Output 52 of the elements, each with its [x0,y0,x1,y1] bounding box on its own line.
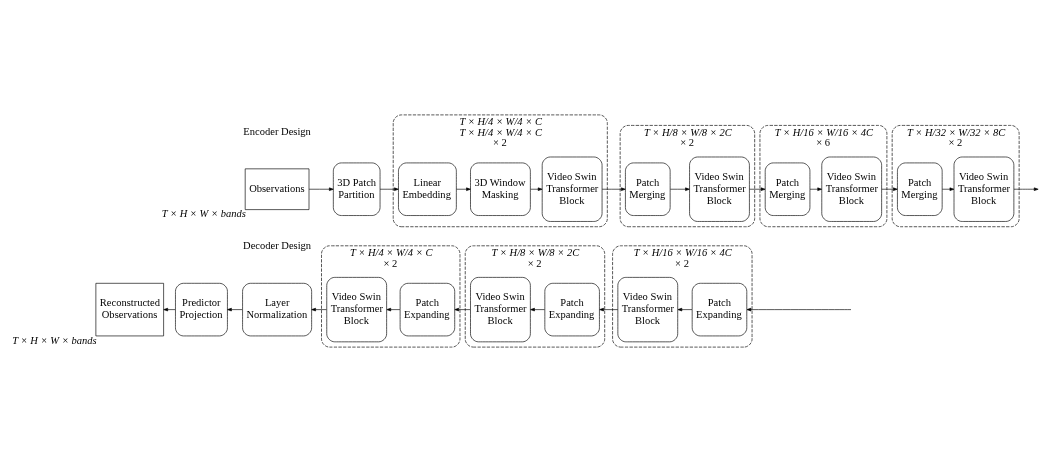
node-label: T × H/8 × W/8 × 2C [644,126,732,138]
arrow [809,187,822,191]
arrow [941,187,955,191]
node-label: T × H × W × bands [161,207,246,219]
arrow [749,187,766,191]
node-box: Patch Merging [764,162,811,216]
arrow [456,187,471,191]
node-label: T × H/4 × W/4 × C [459,126,542,138]
node-box: Video Swin Transformer Block [541,156,603,222]
arrow [599,307,619,311]
node-box: Video Swin Transformer Block [617,276,679,342]
arrow [163,307,176,311]
node-box: Patch Merging [625,162,671,216]
arrow [454,307,471,311]
node-box: Video Swin Transformer Block [689,156,750,222]
node-box: 3D Window Masking [470,162,531,216]
arrow [379,187,399,191]
node-box: Video Swin Transformer Block [953,156,1015,222]
arrow [530,187,543,191]
node-box: 3D Patch Partition [333,162,381,216]
node-box: Patch Expanding [399,282,456,336]
node-label: T × H/16 × W/16 × 4C [633,246,732,258]
node-label: T × H/4 × W/4 × C [459,115,542,127]
node-label: T × H × W × bands [12,334,97,346]
node-box: Observations [244,168,310,210]
node-box: Patch Merging [897,162,943,216]
arrow [746,307,852,311]
node-box: Layer Normalization [242,282,312,336]
node-label: T × H/4 × W/4 × C [349,246,433,258]
arrow [386,307,401,311]
label: Decoder Design [243,239,312,251]
arrow [881,187,898,191]
node-box: Video Swin Transformer Block [821,156,882,222]
node-box: Patch Expanding [544,282,600,336]
label: Encoder Design [243,125,311,136]
arrow [308,187,334,191]
node-label: T × H/32 × W/32 × 8C [906,126,1006,138]
arrow [311,307,327,311]
node-box: Video Swin Transformer Block [470,276,531,342]
node-box: Video Swin Transformer Block [326,276,387,342]
arrow [530,307,545,311]
arrow [670,187,690,191]
node-box: Reconstructed Observations [95,282,164,336]
node-label: T × H/16 × W/16 × 4C [774,126,873,138]
arrow [601,187,626,191]
arrow [677,307,693,311]
arrow [227,307,243,311]
node-label: T × H/8 × W/8 × 2C [491,246,580,258]
arrow [1013,187,1039,191]
node-box: Predictor Projection [175,282,228,336]
node-box: Patch Expanding [691,282,748,336]
node-box: Linear Embedding [398,162,457,216]
